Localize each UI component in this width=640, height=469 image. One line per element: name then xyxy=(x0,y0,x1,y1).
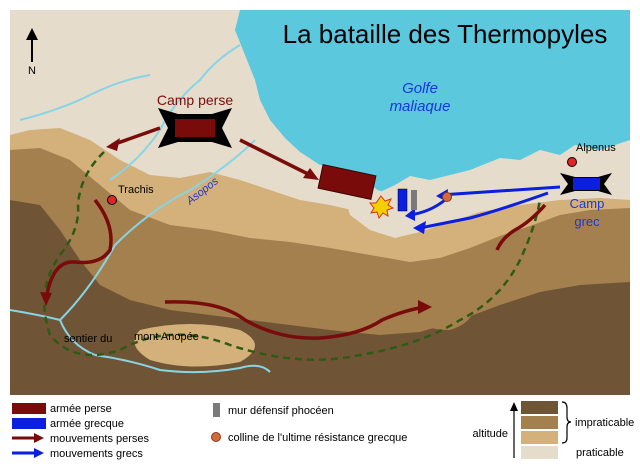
persian-camp-label: Camp perse xyxy=(157,92,233,108)
greek-move-to-pass xyxy=(419,191,549,230)
map-area xyxy=(9,10,630,395)
legend-label-persian-army: armée perse xyxy=(50,403,112,415)
legend-swatch-greek-army xyxy=(12,418,46,429)
legend-label-greek-moves: mouvements grecs xyxy=(50,448,143,460)
greek-army-block xyxy=(397,188,408,212)
legend-label-wall: mur défensif phocéen xyxy=(228,405,334,417)
legend-swatch-high xyxy=(521,401,558,414)
gulf-label-2: maliaque xyxy=(390,98,451,115)
persian-movements xyxy=(44,126,547,340)
map-title: La bataille des Thermopyles xyxy=(283,19,608,49)
trachis-label: Trachis xyxy=(118,184,154,196)
persian-army-block xyxy=(317,164,377,200)
rivers xyxy=(9,44,271,374)
alpenus-marker-icon xyxy=(567,157,577,167)
arrowhead-west xyxy=(106,138,120,151)
last-stand-hill-icon xyxy=(442,192,452,202)
persian-move-camp-to-pass xyxy=(239,138,313,178)
legend-brace xyxy=(561,401,572,444)
persian-move-path-east xyxy=(164,300,426,340)
legend-swatch-wall xyxy=(213,403,220,417)
river-west xyxy=(9,309,96,356)
river-upper xyxy=(19,74,151,121)
persian-camp-icon xyxy=(158,108,232,148)
trachis-marker-icon xyxy=(107,195,117,205)
river-north xyxy=(109,44,241,181)
legend-swatch-persian-army xyxy=(12,403,46,414)
alpenus-label: Alpenus xyxy=(576,142,616,154)
legend-label-altitude: altitude xyxy=(473,428,508,440)
legend-label-impracticable: impraticable xyxy=(575,417,634,429)
asopos-river xyxy=(59,139,256,321)
path-label-1: sentier du xyxy=(64,333,112,345)
low-pocket xyxy=(134,324,255,367)
legend-swatch-low xyxy=(521,431,558,444)
legend-label-greek-army: armée grecque xyxy=(50,418,124,430)
persian-move-trachis-south xyxy=(44,198,113,301)
legend-swatch-practicable xyxy=(521,446,558,459)
greek-camp-label-2: grec xyxy=(574,214,600,229)
river-south xyxy=(94,354,271,374)
phocian-wall xyxy=(411,190,417,210)
legend-arrowhead-greek xyxy=(34,448,44,458)
north-label: N xyxy=(28,65,36,77)
arrowhead-south xyxy=(40,292,52,306)
legend-swatch-mid xyxy=(521,416,558,429)
gulf-label-1: Golfe xyxy=(402,80,438,97)
legend-label-persian-moves: mouvements perses xyxy=(50,433,150,445)
clash-star-icon xyxy=(368,195,395,220)
persian-move-down-to-greeks xyxy=(495,203,547,251)
greek-move-camp-west xyxy=(439,185,561,197)
legend-label-practicable: praticable xyxy=(576,447,624,459)
path-label-2: mont Anopée xyxy=(134,331,199,343)
legend-arrowhead-persian xyxy=(34,433,44,443)
greek-camp-icon xyxy=(560,173,612,195)
legend: armée perse armée grecque mouvements per… xyxy=(12,401,634,460)
arrowhead-east xyxy=(418,300,432,314)
legend-altitude-arrowhead xyxy=(510,402,518,411)
gulf-water xyxy=(235,10,630,192)
legend-label-hill: colline de l'ultime résistance grecque xyxy=(228,432,407,444)
persian-move-camp-to-west xyxy=(111,126,161,147)
greek-camp-label-1: Camp xyxy=(570,196,605,211)
north-arrow-icon: N xyxy=(26,28,38,77)
arrowhead-pass xyxy=(303,168,319,180)
persian-arrowheads xyxy=(40,138,432,314)
legend-swatch-hill xyxy=(211,432,221,442)
